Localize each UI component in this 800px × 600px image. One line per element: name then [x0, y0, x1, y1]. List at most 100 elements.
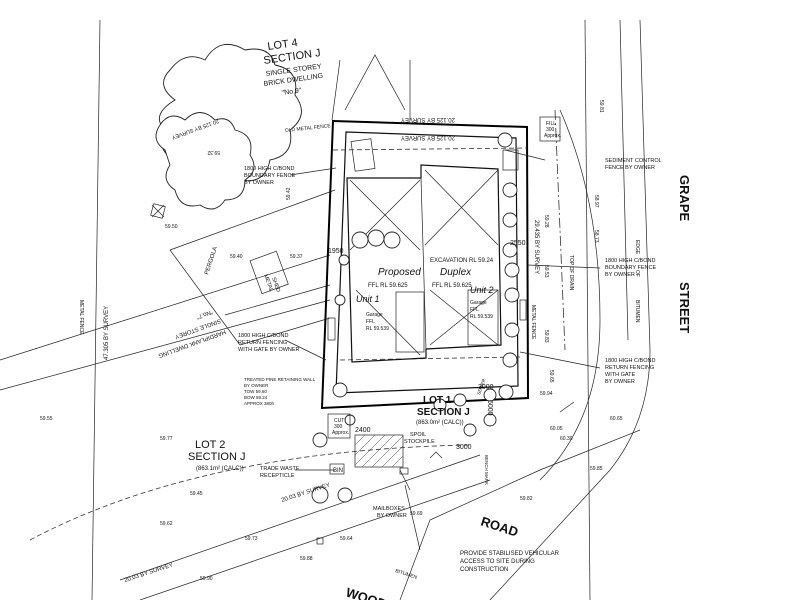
dim-3000-b: 3000	[456, 444, 472, 451]
spot-level: 59.65	[548, 370, 554, 383]
lot1-section: SECTION J	[417, 407, 470, 418]
return-right-note-4: BY OWNER	[605, 379, 635, 385]
retaining-note-3: TOW 59.60	[244, 389, 267, 394]
spot-level: 59.45	[190, 491, 203, 497]
spot-level: 59.90	[200, 576, 213, 582]
spot-level: 59.64	[340, 536, 353, 542]
trade-waste-note-2: RECEPTICLE	[260, 473, 295, 479]
return-left-note-1: 1800 HIGH C/BOND	[238, 333, 288, 339]
fill-label-1: FILL	[546, 121, 556, 127]
lot4-desc-3: "No.9"	[281, 87, 302, 97]
return-right-note-3: WITH GATE	[605, 372, 635, 378]
mailboxes-note-1: MAILBOXES	[373, 506, 405, 512]
spot-level: 59.88	[300, 556, 313, 562]
proposed-label: Proposed	[378, 267, 421, 278]
fence-left-note-2: BOUNDARY FENCE	[244, 173, 295, 179]
retaining-note-2: BY OWNER	[244, 383, 269, 388]
vehicular-note-2: ACCESS TO SITE DURING	[460, 559, 535, 565]
ffl-unit1: FFL RL 59.625	[368, 283, 408, 289]
spot-level: 58.73	[593, 230, 599, 243]
spot-level: 59.32	[207, 149, 220, 155]
spot-level: 59.28	[543, 215, 549, 228]
edge-label: EDGE	[634, 240, 640, 255]
lot2-area: (863.1m² (CALC))	[196, 466, 244, 472]
garage1-rl: RL 59.539	[366, 326, 389, 332]
spot-level: 59.73	[245, 536, 258, 542]
garage2-ffl: FFL	[470, 307, 479, 313]
metal-fence-right-label: METAL FENCE	[530, 305, 536, 340]
spot-level: 60.05	[550, 426, 563, 432]
cut-label-3: Approx.	[332, 430, 349, 436]
duplex-footprint	[327, 138, 527, 363]
right-survey-label: 29.435 BY SURVEY	[533, 220, 539, 274]
spoil-note-1: SPOIL	[410, 432, 426, 438]
lot4-title: LOT 4	[267, 37, 299, 53]
sewer-label: SEWER	[476, 377, 487, 395]
vehicular-note-1: PROVIDE STABILISED VEHICULAR	[460, 551, 560, 557]
retaining-note-4: BOW 59.24	[244, 395, 268, 400]
spot-level: 59.83	[543, 330, 549, 343]
spoil-note-2: STOCKPILE	[404, 439, 435, 445]
return-left-note-3: WITH GATE BY OWNER	[238, 347, 300, 353]
spoil-stockpile-hatch	[354, 434, 404, 468]
fence-left-note-1: 1800 HIGH C/BOND	[244, 166, 294, 172]
left-survey-label: 47.305 BY SURVEY	[104, 306, 110, 360]
neighbour-boundaries	[0, 19, 651, 600]
spot-level: 59.94	[540, 391, 553, 397]
spot-level: 59.55	[40, 416, 53, 422]
old-metal-fence-label: OLD METAL FENCE	[285, 123, 332, 134]
return-right-note-2: RETURN FENCING	[605, 365, 654, 371]
dimension-labels: 1950 2550 3000 3000 2400 6000	[328, 240, 526, 451]
spot-level: 59.82	[520, 496, 533, 502]
dim-3000-a: 3000	[478, 384, 494, 391]
lot2-section: SECTION J	[188, 451, 245, 463]
fence-left-note-3: BY OWNER	[244, 180, 274, 186]
cut-label-2: 300	[334, 424, 343, 430]
lot1-boundary	[320, 119, 530, 410]
sediment-note-2: FENCE BY OWNER	[605, 165, 655, 171]
hardiplank-label-3: "No.7"	[195, 308, 213, 319]
fence-right-note-3: BY OWNER	[605, 272, 635, 278]
metal-shed-label-1: METAL	[262, 274, 274, 293]
metal-shed-label-2: SHED	[270, 277, 281, 293]
spot-level: 60.30	[560, 436, 573, 442]
fence-right-note-1: 1800 HIGH C/BOND	[605, 258, 655, 264]
mailboxes-note-2: BY OWNER	[377, 513, 407, 519]
ffl-unit2: FFL RL 59.625	[432, 283, 472, 289]
spot-level: 59.62	[160, 521, 173, 527]
cut-label-1: CUT	[334, 418, 344, 424]
street-street: STREET	[677, 282, 692, 333]
duplex-label: Duplex	[440, 267, 472, 278]
bitumen-label: BITUMEN	[634, 300, 640, 323]
vehicular-note-3: CONSTRUCTION	[460, 567, 508, 573]
spot-level: 59.50	[165, 224, 178, 230]
garage2-rl: RL 59.539	[470, 314, 493, 320]
unit2-label: Unit 2	[470, 285, 494, 295]
excavation-label: EXCAVATION RL 59.24	[430, 258, 494, 264]
site-symbols	[150, 203, 575, 545]
sediment-note-1: SEDIMENT CONTROL	[605, 158, 662, 164]
of-label: OF	[634, 270, 640, 277]
return-right-note-1: 1800 HIGH C/BOND	[605, 358, 655, 364]
building-labels: Proposed Duplex FFL RL 59.625 FFL RL 59.…	[356, 258, 494, 332]
street-grape: GRAPE	[677, 175, 692, 222]
top-survey-label: 20.125 BY SURVEY	[401, 116, 455, 122]
spot-level: 59.53	[543, 265, 549, 278]
fill-label-2: 300	[546, 127, 555, 133]
trees	[155, 43, 520, 504]
garage1-ffl: FFL	[366, 319, 375, 325]
return-left-note-2: RETURN FENCING	[238, 340, 287, 346]
spot-level: 59.40	[230, 254, 243, 260]
spot-level: 59.81	[598, 100, 604, 113]
lot2-title: LOT 2	[195, 439, 225, 451]
spot-level: 60.65	[610, 416, 623, 422]
fill-label-3: Approx.	[544, 133, 561, 139]
spot-level: 59.85	[590, 466, 603, 472]
trade-waste-note-1: TRADE WASTE	[260, 466, 300, 472]
lot1-title: LOT 1	[423, 395, 452, 406]
spot-level: 58.97	[593, 195, 599, 208]
leader-lines	[284, 149, 601, 551]
spot-levels: 59.32 59.42 59.40 59.37 59.50 59.77 59.4…	[40, 100, 623, 582]
spot-level: 59.77	[160, 436, 173, 442]
